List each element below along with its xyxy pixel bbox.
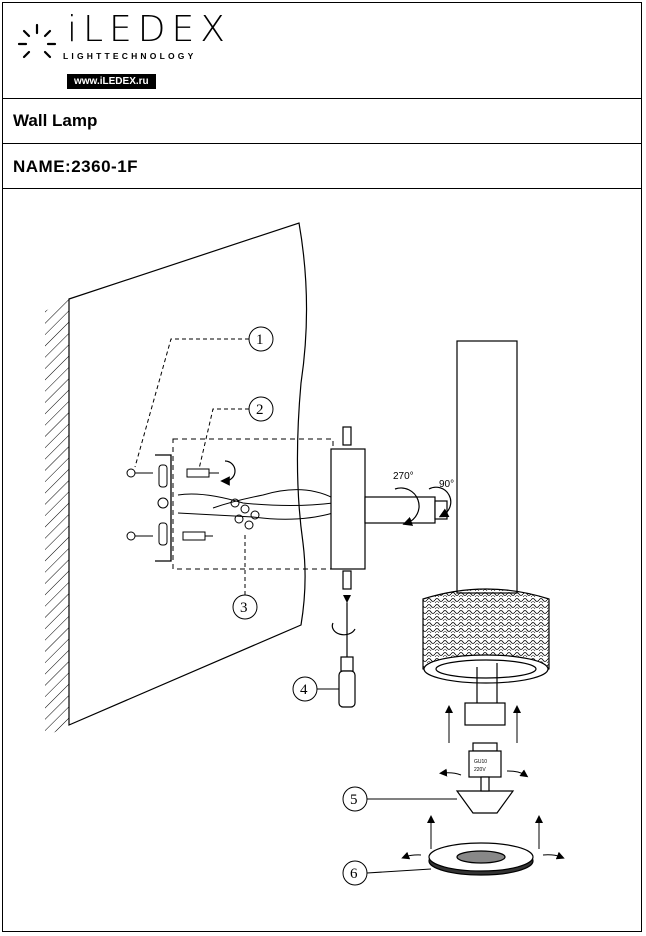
callout-2: 2	[198, 396, 274, 470]
logo-header: iLEDEX LIGHTTECHNOLOGY www.iLEDEX.ru	[3, 3, 641, 99]
svg-text:4: 4	[300, 682, 308, 698]
rotation-90-icon	[428, 486, 452, 518]
svg-text:2: 2	[256, 402, 264, 418]
callout-1: 1	[134, 326, 274, 468]
brand-logo-icon	[17, 23, 57, 59]
bulb-label-voltage: 220V	[474, 767, 486, 773]
mounting-bracket	[155, 438, 334, 570]
gu10-bulb	[455, 742, 515, 814]
website-link[interactable]: www.iLEDEX.ru	[67, 74, 156, 89]
rotate-arrow-icon	[220, 460, 236, 486]
product-type-row: Wall Lamp	[3, 99, 641, 144]
callout-6: 6	[342, 860, 432, 886]
wall-screws	[126, 468, 219, 541]
twist-arrow-icon	[439, 768, 462, 777]
product-name: NAME:2360-1F	[13, 157, 139, 176]
twist-arrow-icon	[506, 769, 529, 778]
twist-arrow-icon	[401, 851, 422, 860]
callout-4: 4	[292, 676, 339, 702]
rotation-270-label: 270°	[393, 471, 414, 482]
product-name-row: NAME:2360-1F	[3, 144, 641, 189]
twist-arrow-icon	[542, 851, 565, 860]
lamp-shade-upper	[456, 340, 518, 594]
product-type: Wall Lamp	[13, 111, 98, 130]
rotation-270-icon	[394, 487, 420, 526]
lamp-base	[330, 426, 448, 590]
brand-name: iLEDEX	[67, 9, 231, 50]
callout-5: 5	[342, 786, 457, 812]
svg-text:3: 3	[240, 600, 248, 616]
terminal-block	[177, 489, 334, 530]
svg-text:6: 6	[350, 866, 358, 882]
decorative-ring	[428, 842, 534, 876]
brand-tagline: LIGHTTECHNOLOGY	[63, 51, 197, 61]
rotation-90-label: 90°	[439, 479, 454, 490]
lamp-socket	[464, 702, 506, 726]
screwdriver-icon	[331, 603, 356, 708]
svg-text:1: 1	[256, 332, 264, 348]
woven-shade	[422, 588, 550, 703]
callout-3: 3	[232, 533, 258, 620]
bulb-label-gu10: GU10	[474, 759, 487, 765]
svg-text:5: 5	[350, 792, 358, 808]
assembly-diagram: 270° 90° GU10 220V	[45, 222, 565, 886]
wall-surface	[45, 222, 308, 737]
